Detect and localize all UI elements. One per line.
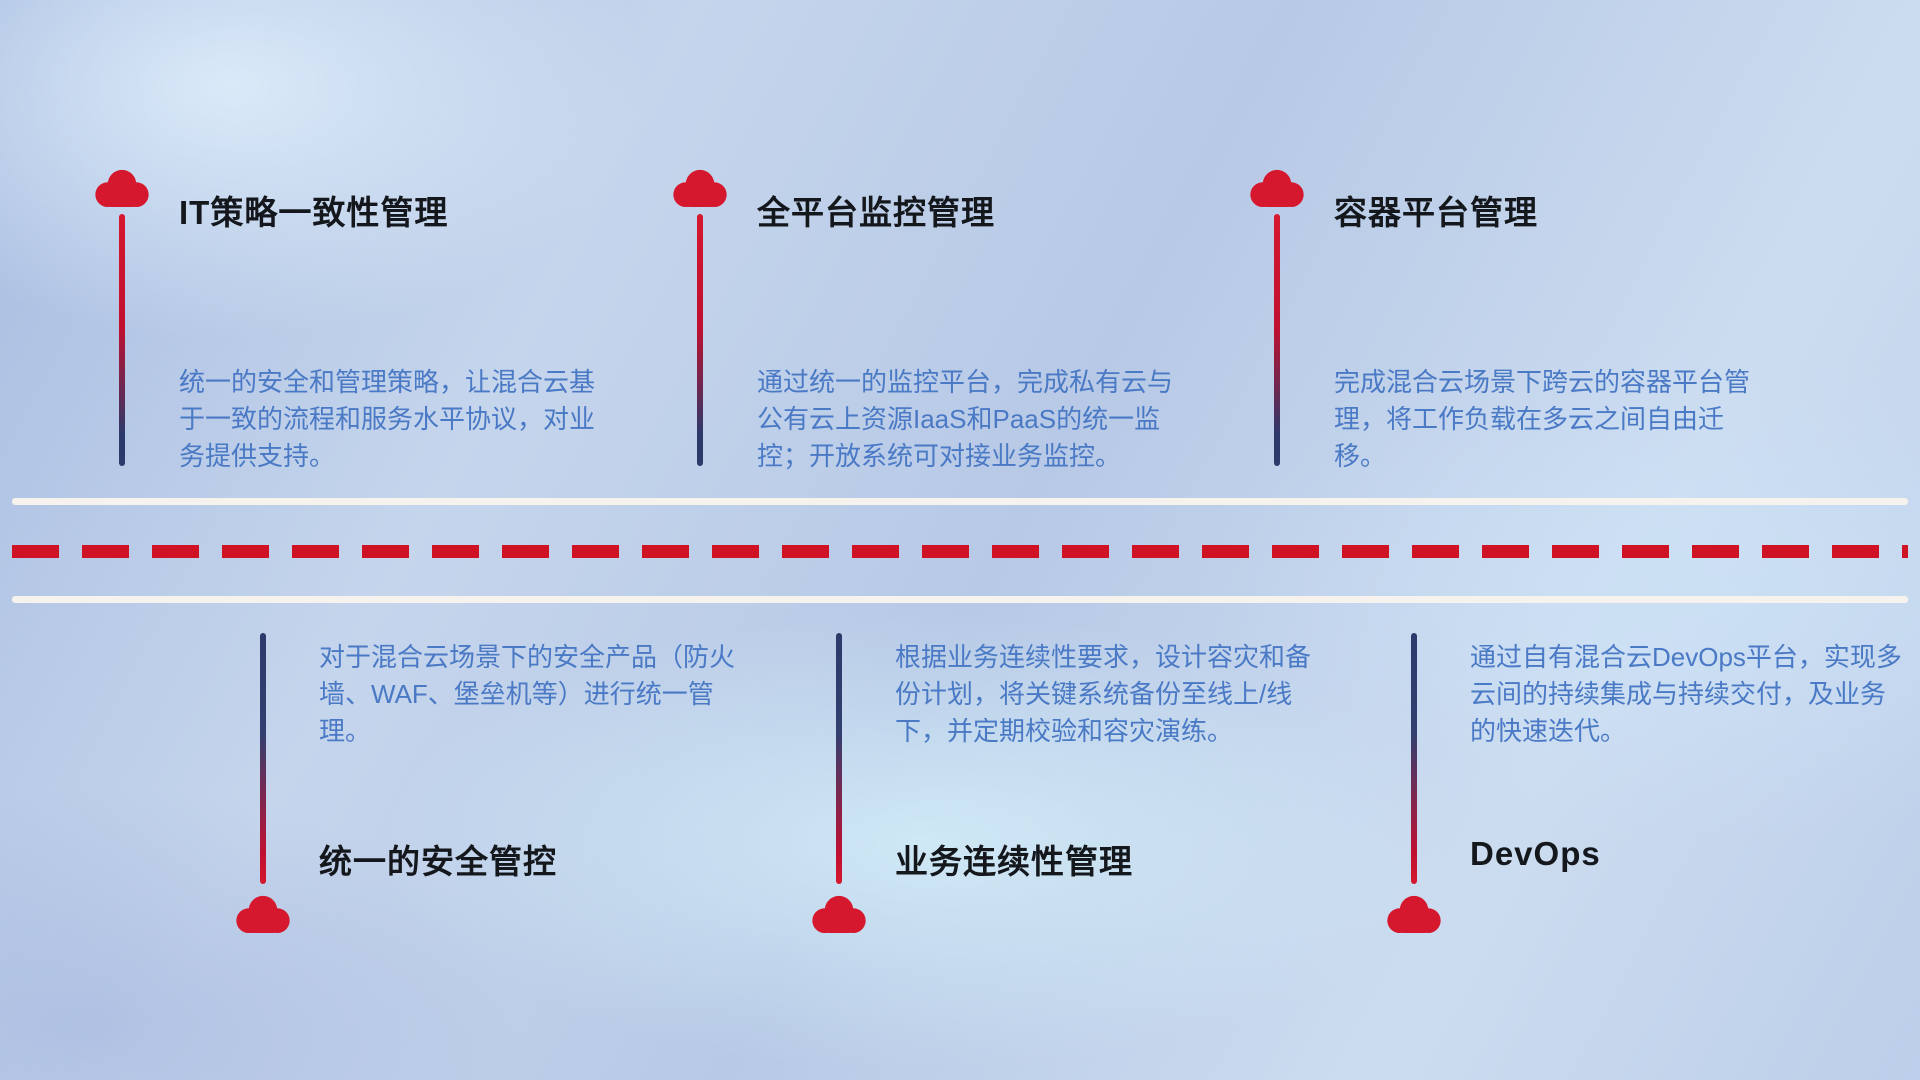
item-description: 通过统一的监控平台，完成私有云与公有云上资源IaaS和PaaS的统一监控；开放系… [757,367,1174,471]
timeline-stem [119,214,125,466]
road-line-lower [12,596,1908,603]
item-title: 全平台监控管理 [757,194,995,231]
timeline-stem [1411,633,1417,884]
item-description: 完成混合云场景下跨云的容器平台管理，将工作负载在多云之间自由迁移。 [1334,367,1751,471]
item-title: IT策略一致性管理 [179,194,449,231]
item-title: 容器平台管理 [1334,194,1538,231]
item-description: 统一的安全和管理策略，让混合云基于一致的流程和服务水平协议，对业务提供支持。 [179,367,596,471]
cloud-icon [93,168,151,208]
timeline-stem [260,633,266,884]
cloud-icon [810,894,868,934]
cloud-icon [671,168,729,208]
item-title: 业务连续性管理 [895,843,1133,880]
cloud-icon [234,894,292,934]
cloud-icon [1248,168,1306,208]
item-title: 统一的安全管控 [319,843,557,880]
timeline-stem [697,214,703,466]
item-description: 对于混合云场景下的安全产品（防火墙、WAF、堡垒机等）进行统一管理。 [319,642,736,746]
timeline-stem [836,633,842,884]
item-description: 通过自有混合云DevOps平台，实现多云间的持续集成与持续交付，及业务的快速迭代… [1470,642,1902,746]
timeline-stem [1274,214,1280,466]
item-description: 根据业务连续性要求，设计容灾和备份计划，将关键系统备份至线上/线下，并定期校验和… [895,642,1312,746]
road-dashed-divider [12,545,1908,558]
road-line-upper [12,498,1908,505]
cloud-icon [1385,894,1443,934]
item-title: DevOps [1470,835,1601,872]
